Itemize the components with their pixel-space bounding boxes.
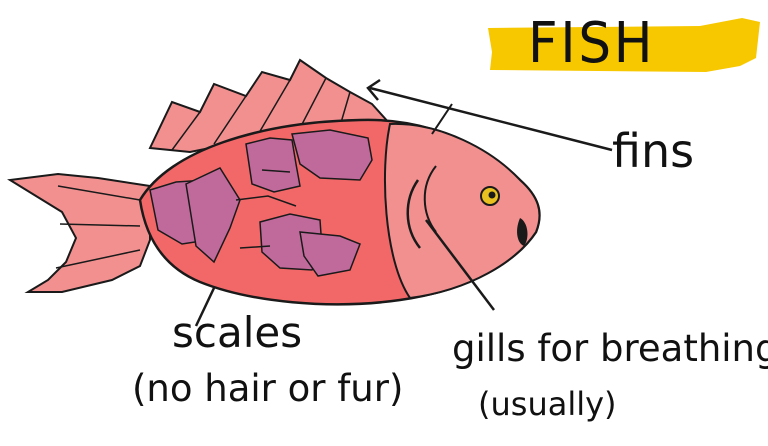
gills-note: (usually) [478,388,617,420]
fins-label: fins [612,128,694,174]
fins-pointer-tick [432,104,452,134]
scales-label: scales [172,312,302,354]
diagram-title: FISH [528,16,655,72]
tail-fin [10,174,150,292]
scales-note: (no hair or fur) [132,370,403,407]
gills-label: gills for breathing [452,330,768,367]
